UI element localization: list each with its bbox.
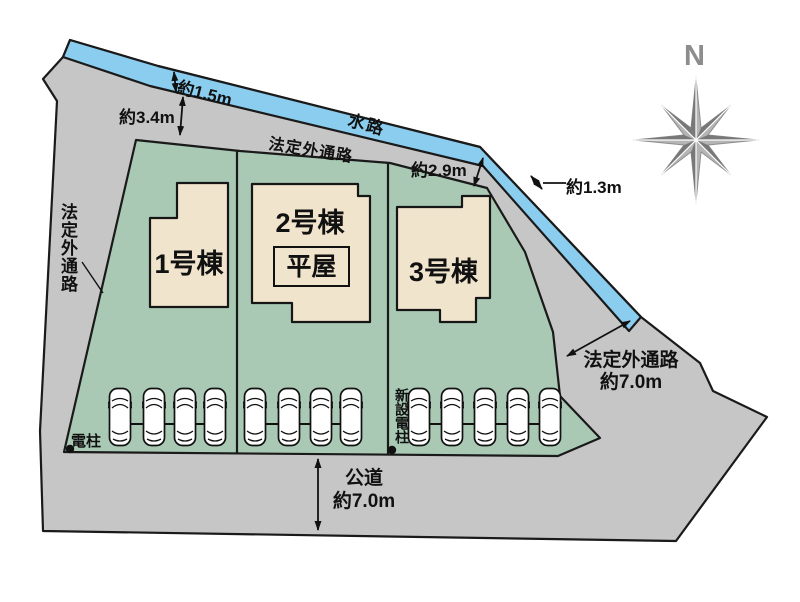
- waterway-right-width-label: 約1.3m: [566, 178, 622, 197]
- bottom-road-label: 公道 約7.0m: [320, 467, 408, 513]
- car-icon: [243, 387, 267, 447]
- car-icon: [108, 387, 132, 447]
- car-icon: [473, 387, 497, 447]
- car-icon: [339, 387, 363, 447]
- lot3-cars: [407, 387, 562, 447]
- car-icon: [538, 387, 562, 447]
- bottom-road-name: 公道: [344, 468, 383, 489]
- building-2-label: 2号棟: [275, 208, 345, 238]
- compass-north-label: N: [684, 40, 705, 72]
- building-2-note-badge: 平屋: [273, 246, 350, 287]
- car-icon: [440, 387, 464, 447]
- pole-label: 電柱: [71, 433, 102, 450]
- compass-icon: [633, 77, 759, 203]
- right-road-name: 法定外通路: [583, 350, 679, 371]
- building-1-shape: [148, 181, 230, 309]
- building-1-label: 1号棟: [154, 249, 224, 279]
- pole-dot: [65, 444, 75, 454]
- building-2-shape: [250, 182, 372, 324]
- new-pole-label: 新設電柱: [394, 388, 410, 444]
- bottom-road-width: 約7.0m: [332, 491, 396, 512]
- car-icon: [506, 387, 530, 447]
- right-road-width: 約7.0m: [599, 372, 663, 393]
- car-icon: [203, 387, 227, 447]
- car-icon: [173, 387, 197, 447]
- car-icon: [309, 387, 333, 447]
- building-3-label: 3号棟: [408, 257, 479, 287]
- car-icon: [142, 387, 166, 447]
- dimension-arrows: [81, 71, 631, 531]
- building-3-shape: [395, 194, 492, 324]
- car-icon: [277, 387, 301, 447]
- right-road-label: 法定外通路 約7.0m: [568, 350, 694, 394]
- new-pole-dot: [387, 445, 397, 455]
- top-road-width-label: 約3.4m: [119, 108, 175, 127]
- left-road-label: 法定外通路: [58, 203, 77, 293]
- mid-road-width-label: 約2.9m: [411, 161, 467, 180]
